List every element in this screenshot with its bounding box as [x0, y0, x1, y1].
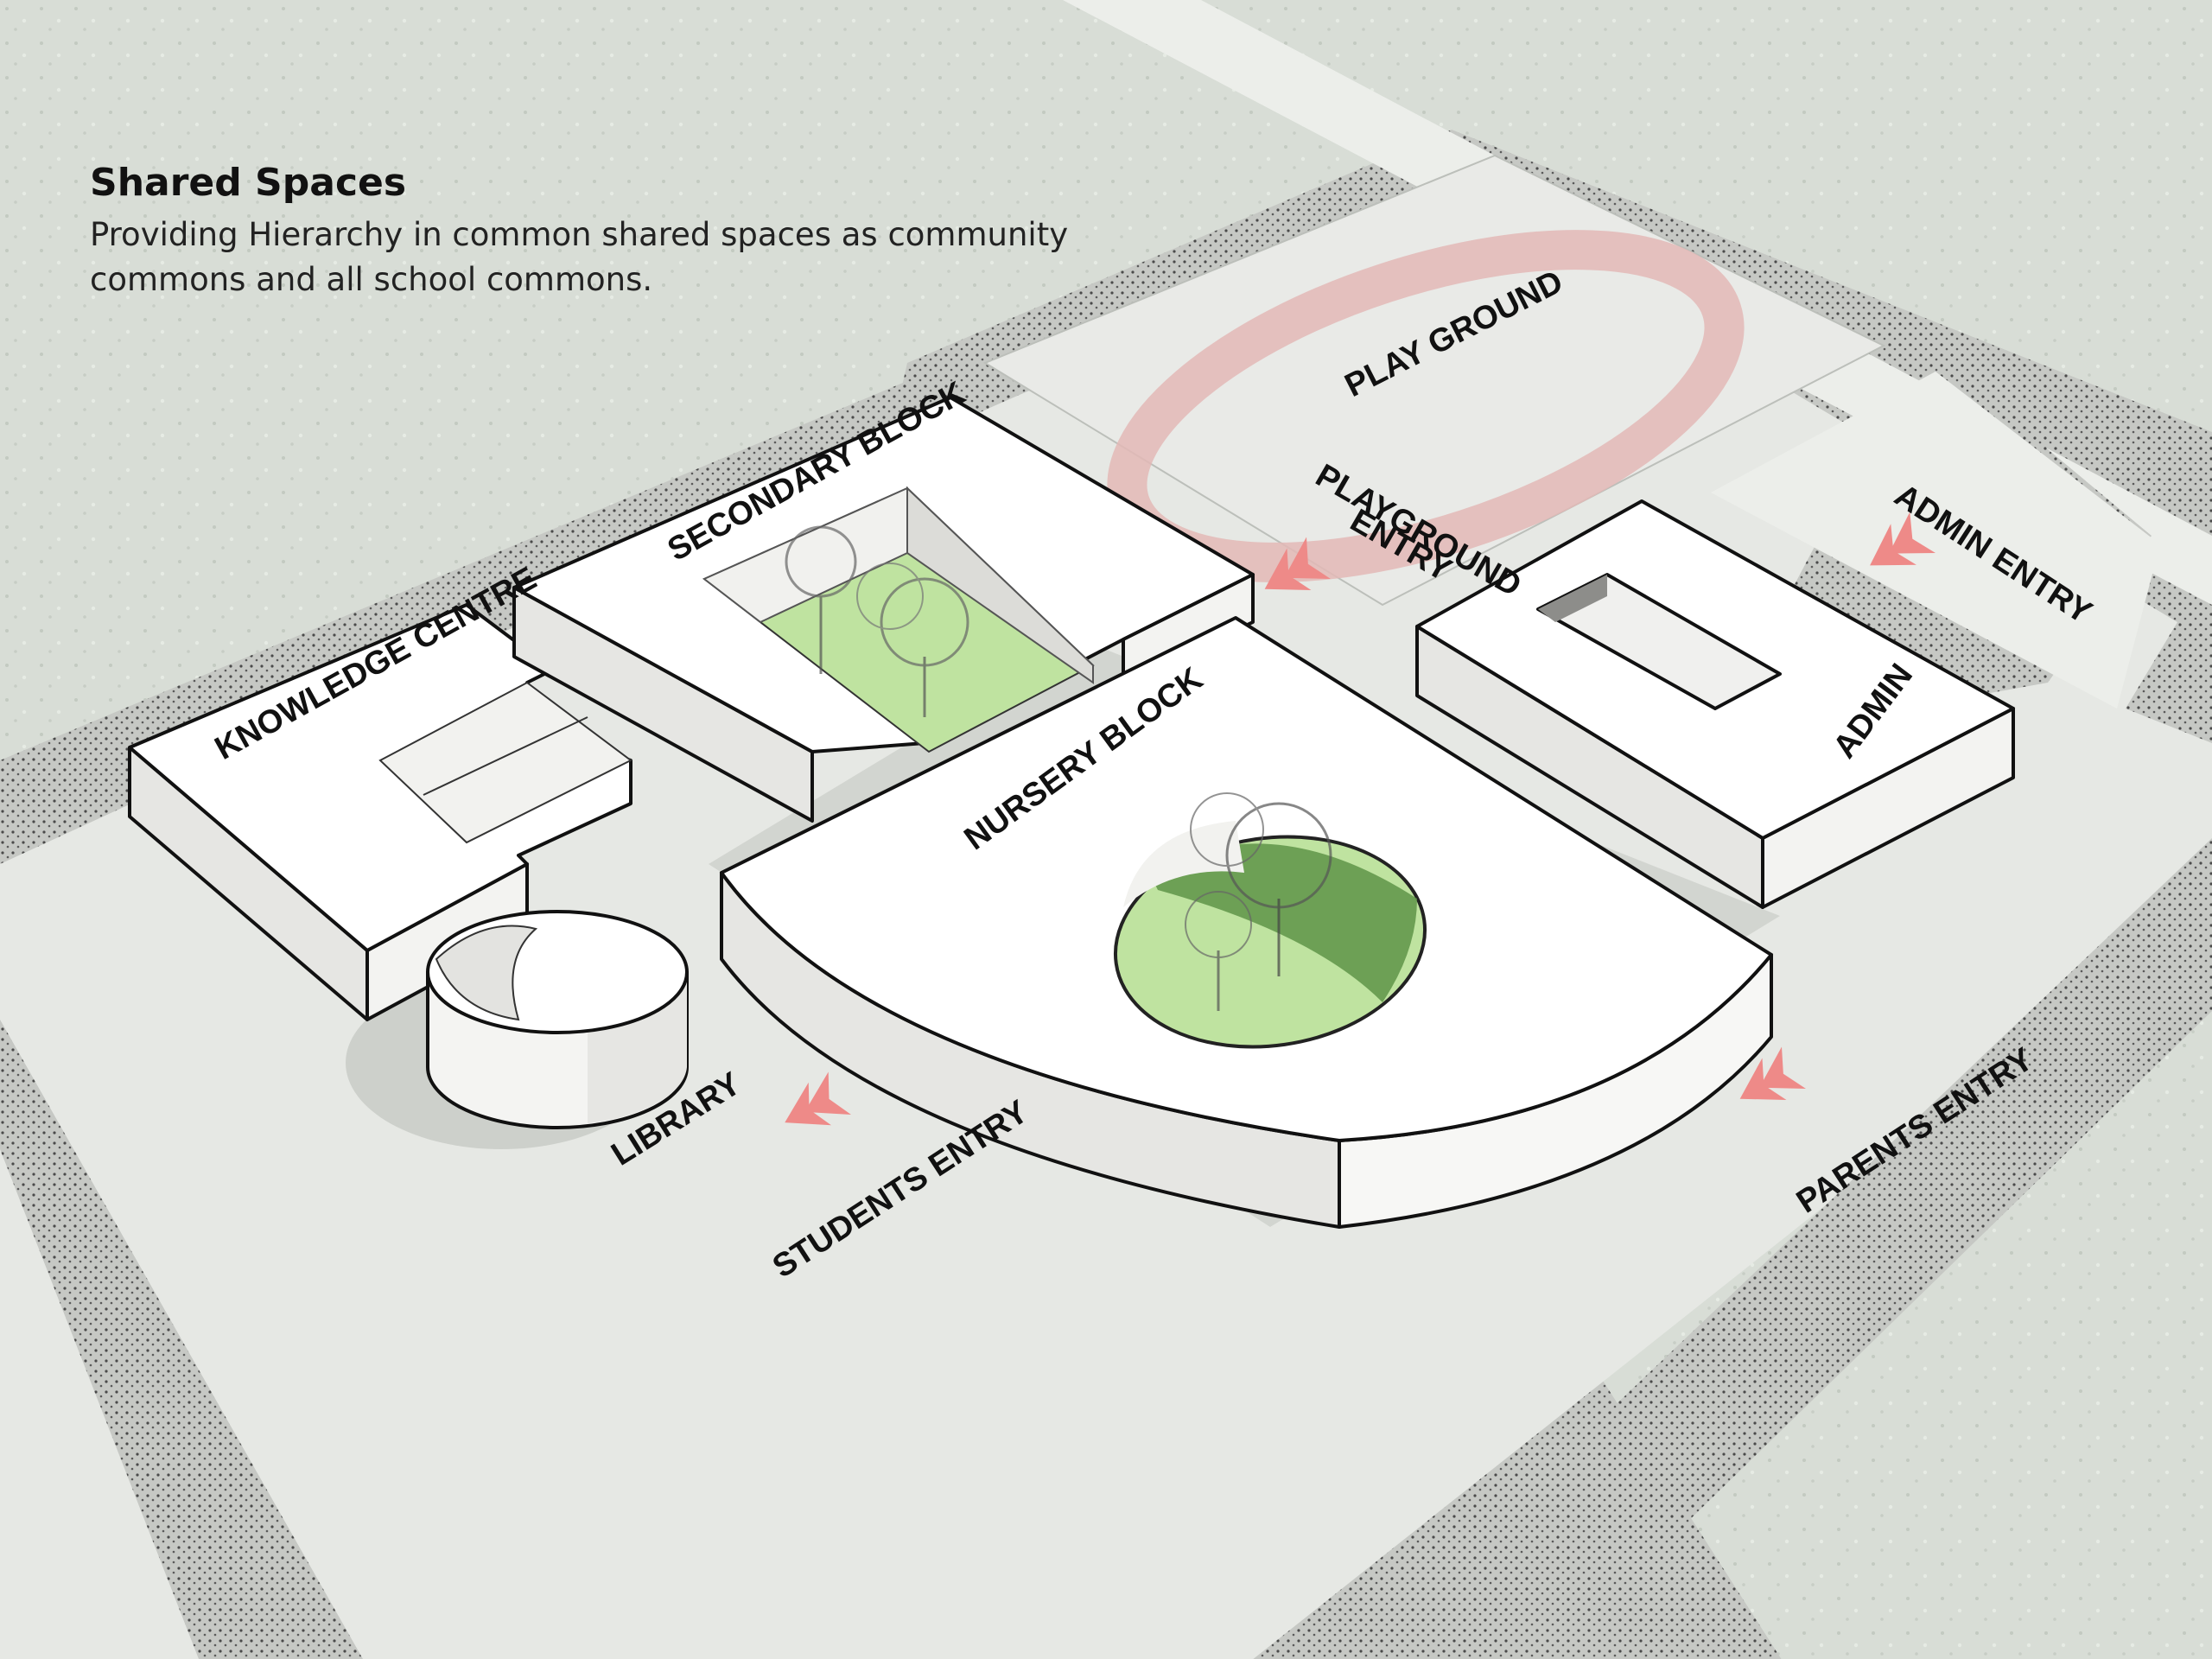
admin-entry-plot — [1711, 372, 2160, 709]
secondary-block-building — [512, 396, 1255, 823]
road-strip-south — [0, 1020, 363, 1659]
page-title: Shared Spaces — [90, 161, 407, 205]
tree-icon — [1190, 792, 1332, 976]
page-subtitle: Providing Hierarchy in common shared spa… — [90, 216, 1069, 298]
tree-icon — [1185, 891, 1252, 1011]
tree-icon — [856, 563, 969, 717]
library-building — [426, 910, 689, 1129]
nursery-block-building — [720, 616, 1773, 1229]
road-strip-east — [1348, 838, 2212, 1659]
tree-icon — [785, 525, 857, 674]
admin-building — [1415, 499, 2015, 909]
